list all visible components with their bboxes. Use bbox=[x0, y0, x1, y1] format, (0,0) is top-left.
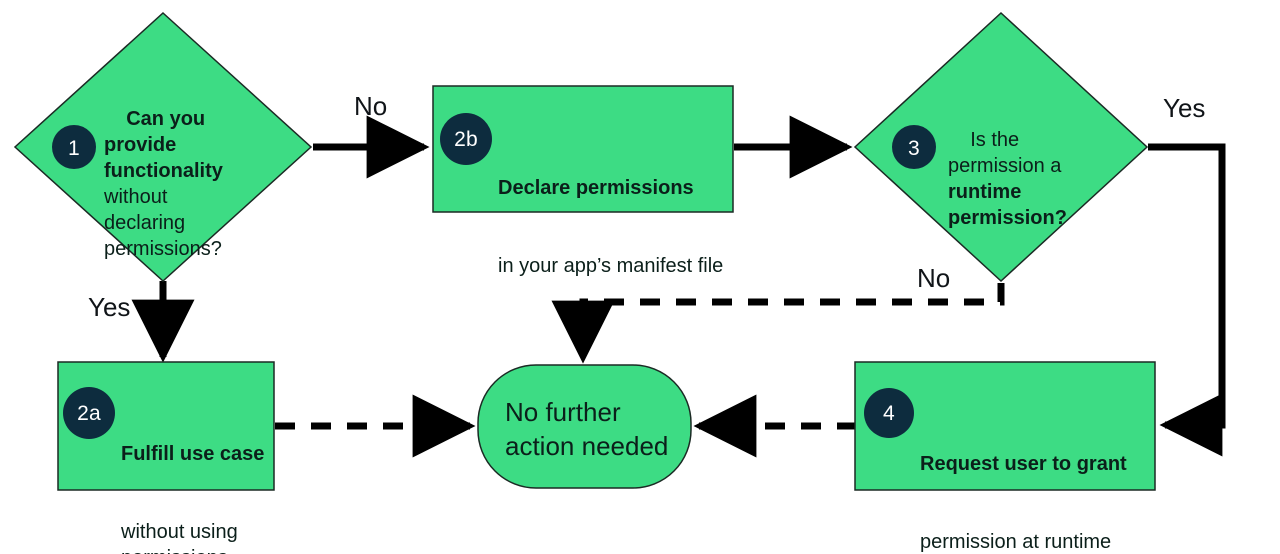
node-step2b-text-bold: Declare permissions bbox=[498, 177, 694, 199]
badge-label-3: 3 bbox=[908, 137, 920, 160]
node-step2a-text-bold: Fulfill use case bbox=[121, 443, 265, 465]
node-step2b-text: Declare permissions in your app’s manife… bbox=[498, 123, 738, 331]
node-decision1-text: Can you provide functionality without de… bbox=[104, 80, 254, 288]
badge-circle-1 bbox=[52, 125, 96, 169]
edge-label-yes-decision1: Yes bbox=[88, 292, 131, 322]
node-terminal-text: No further action needed bbox=[505, 397, 669, 461]
edge-decision3-to-step4 bbox=[1148, 143, 1226, 457]
badge-circle-3 bbox=[892, 125, 936, 169]
node-step2b-text-regular: in your app’s manifest file bbox=[498, 255, 724, 277]
node-decision3-text-pre: Is the permission a bbox=[948, 129, 1067, 177]
badge-label-2a: 2a bbox=[77, 402, 101, 425]
badge-circle-4 bbox=[864, 388, 914, 438]
node-step4-text: Request user to grant permission at runt… bbox=[920, 399, 1150, 554]
node-step2a-text: Fulfill use case without using permissio… bbox=[121, 389, 271, 554]
badge-label-2b: 2b bbox=[454, 128, 478, 151]
node-decision1-shape[interactable] bbox=[13, 11, 313, 283]
badge-circle-2a bbox=[63, 387, 115, 439]
badge-circle-2b bbox=[440, 113, 492, 165]
node-decision3-shape[interactable] bbox=[853, 11, 1149, 283]
node-decision3-text-bold: runtime permission? bbox=[948, 181, 1067, 229]
node-decision3-text: Is the permission a runtime permission? bbox=[948, 101, 1078, 257]
node-decision1-text-bold: Can you provide functionality bbox=[104, 108, 223, 182]
edge-label-yes-decision3: Yes bbox=[1163, 93, 1206, 123]
node-step4-text-bold: Request user to grant bbox=[920, 453, 1127, 475]
badge-label-1: 1 bbox=[68, 137, 80, 160]
node-decision1-text-regular: without declaring permissions? bbox=[104, 160, 229, 260]
edge-label-no-decision3: No bbox=[917, 263, 951, 293]
badge-label-4: 4 bbox=[883, 402, 895, 425]
node-step2a-text-regular: without using permissions bbox=[121, 521, 238, 554]
edge-decision3-to-terminal bbox=[551, 283, 1005, 364]
node-step4-text-regular: permission at runtime bbox=[920, 531, 1112, 553]
edge-label-no-decision1: No bbox=[354, 91, 388, 121]
node-terminal-shape[interactable] bbox=[477, 364, 692, 489]
